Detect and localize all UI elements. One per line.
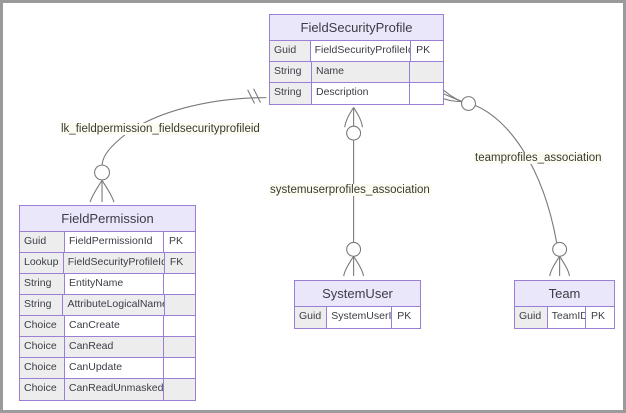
attribute-row[interactable]: Choice CanReadUnmasked	[20, 379, 195, 400]
attribute-type: String	[20, 274, 65, 294]
attribute-name: FieldSecurityProfileId	[310, 41, 412, 61]
relationship-label-systemuserprofiles: systemuserprofiles_association	[269, 184, 431, 196]
attribute-type: Guid	[270, 41, 311, 61]
attribute-name: FieldPermissionId	[65, 232, 164, 252]
attribute-key: PK	[411, 41, 443, 61]
attribute-name: CanReadUnmasked	[64, 379, 165, 400]
attribute-row[interactable]: Guid SystemUserId PK	[295, 307, 420, 328]
attribute-key	[410, 62, 443, 82]
attribute-type: Choice	[20, 337, 65, 357]
attribute-row[interactable]: String EntityName	[20, 274, 195, 295]
attribute-key	[164, 274, 195, 294]
attribute-type: Guid	[20, 232, 65, 252]
entity-title: SystemUser	[295, 281, 420, 307]
attribute-key	[165, 295, 195, 315]
relationship-label-lk-fieldpermission: lk_fieldpermission_fieldsecurityprofilei…	[60, 123, 261, 135]
attribute-type: Guid	[515, 307, 548, 328]
attribute-key	[164, 316, 195, 336]
attribute-key	[164, 337, 195, 357]
attribute-row[interactable]: Choice CanCreate	[20, 316, 195, 337]
entity-systemuser[interactable]: SystemUser Guid SystemUserId PK	[294, 280, 421, 329]
attribute-name: Description	[312, 83, 410, 104]
attribute-key: PK	[164, 232, 195, 252]
attribute-row[interactable]: Lookup FieldSecurityProfileId FK	[20, 253, 195, 274]
attribute-row[interactable]: Choice CanRead	[20, 337, 195, 358]
entity-fieldpermission[interactable]: FieldPermission Guid FieldPermissionId P…	[19, 205, 196, 401]
attribute-row[interactable]: String Name	[270, 62, 443, 83]
attribute-type: Choice	[20, 316, 65, 336]
attribute-name: CanUpdate	[65, 358, 164, 378]
attribute-name: EntityName	[65, 274, 164, 294]
attribute-name: CanCreate	[65, 316, 164, 336]
attribute-row[interactable]: Guid FieldPermissionId PK	[20, 232, 195, 253]
attribute-type: Lookup	[20, 253, 64, 273]
attribute-key: FK	[164, 253, 195, 273]
attribute-row[interactable]: Guid TeamID PK	[515, 307, 614, 328]
entity-fieldsecurityprofile[interactable]: FieldSecurityProfile Guid FieldSecurityP…	[269, 14, 444, 105]
attribute-key	[410, 83, 443, 104]
attribute-key: PK	[585, 307, 614, 328]
attribute-name: SystemUserId	[327, 307, 393, 328]
attribute-type: String	[270, 62, 312, 82]
attribute-row[interactable]: String AttributeLogicalName	[20, 295, 195, 316]
entity-title: FieldSecurityProfile	[270, 15, 443, 41]
attribute-type: Choice	[20, 358, 65, 378]
entity-team[interactable]: Team Guid TeamID PK	[514, 280, 615, 329]
attribute-name: CanRead	[65, 337, 164, 357]
attribute-key: PK	[392, 307, 420, 328]
attribute-row[interactable]: Choice CanUpdate	[20, 358, 195, 379]
attribute-type: String	[20, 295, 64, 315]
attribute-key	[164, 379, 195, 400]
entity-title: Team	[515, 281, 614, 307]
attribute-name: AttributeLogicalName	[63, 295, 165, 315]
relationship-label-teamprofiles: teamprofiles_association	[474, 152, 603, 164]
attribute-type: Guid	[295, 307, 328, 328]
attribute-type: String	[270, 83, 312, 104]
attribute-row[interactable]: String Description	[270, 83, 443, 104]
attribute-key	[164, 358, 195, 378]
attribute-name: Name	[312, 62, 410, 82]
attribute-row[interactable]: Guid FieldSecurityProfileId PK	[270, 41, 443, 62]
attribute-name: FieldSecurityProfileId	[63, 253, 165, 273]
attribute-name: TeamID	[547, 307, 586, 328]
entity-title: FieldPermission	[20, 206, 195, 232]
attribute-type: Choice	[20, 379, 65, 400]
